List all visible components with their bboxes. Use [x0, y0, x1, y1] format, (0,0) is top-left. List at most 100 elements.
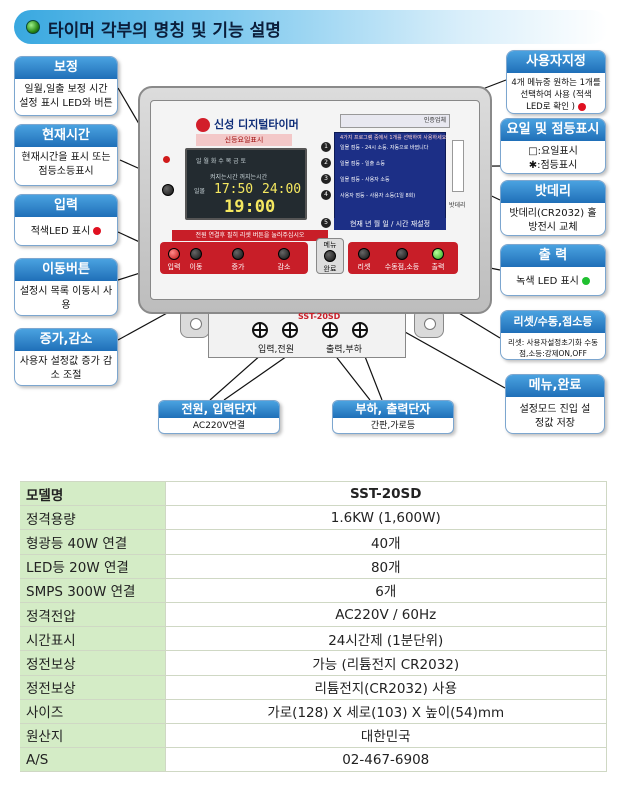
spec-key: 시간표시	[20, 626, 166, 652]
spec-key: 형광등 40W 연결	[20, 529, 166, 555]
callout-body: 일월,일출 보정 시간 설정 표시 LED와 버튼	[19, 84, 113, 109]
callout-move: 이동버튼 설정시 목록 이동시 사용	[14, 258, 118, 316]
spec-key: 사이즈	[20, 699, 166, 724]
program-number: 3	[321, 174, 331, 184]
spec-value: 가로(128) X 세로(103) X 높이(54)mm	[165, 699, 607, 724]
terminal-block	[208, 308, 406, 358]
bojeong-button[interactable]	[162, 184, 174, 196]
down-label: 감소	[277, 263, 291, 271]
callout-body: 현재시간을 표시 또는 점등소등표시	[21, 152, 111, 177]
callout-body: 4개 메뉴중 원하는 1개를 선택하여 사용 (적색 LED로 확인 )	[507, 73, 605, 113]
spec-value: 리튬전지(CR2032) 사용	[165, 675, 607, 700]
callout-head: 출 력	[501, 245, 605, 267]
menu-button[interactable]	[324, 250, 336, 262]
output-label: 출력	[431, 263, 445, 271]
callout-body-text: 적색LED 표시	[30, 226, 91, 237]
up-label: 증가	[231, 263, 245, 271]
callout-body: 사용자 설정값 증가 감소 조절	[19, 356, 113, 381]
callout-body: 리셋: 사용자설정초기화 수동점,소등:강제ON,OFF	[507, 338, 599, 358]
program-number: 4	[321, 190, 331, 200]
lcd-on-time: 17:50	[214, 182, 254, 197]
brand-name: 신성 디지털타이머	[214, 118, 299, 131]
callout-updown: 증가,감소 사용자 설정값 증가 감소 조절	[14, 328, 118, 386]
weekday-indicator	[452, 140, 464, 192]
red-led-icon	[577, 102, 586, 111]
callout-head: 이동버튼	[15, 259, 117, 281]
callout-body-text: 녹색 LED 표시	[516, 276, 579, 287]
program-row: 일몰 점등 - 일출 소등	[340, 161, 385, 167]
program-row: 일몰 점등 - 24시 소등. 자동으로 바뀝니다	[340, 145, 429, 151]
callout-body: 간판,가로등	[370, 421, 416, 431]
callout-head: 증가,감소	[15, 329, 117, 351]
model-tag: SST-20SD	[298, 312, 341, 321]
green-led-icon	[581, 277, 590, 285]
terminal-screw-icon	[252, 322, 268, 338]
input-label: 입력	[167, 263, 181, 271]
callout-user: 사용자지정 4개 메뉴중 원하는 1개를 선택하여 사용 (적색 LED로 확인…	[506, 50, 606, 114]
callout-reset: 리셋/수동,점소등 리셋: 사용자설정초기화 수동점,소등:강제ON,OFF	[500, 310, 606, 360]
spec-key: 모델명	[20, 481, 166, 507]
cert-strip: 인증업체	[340, 114, 450, 128]
callout-head: 현재시간	[15, 125, 117, 147]
warning-bar: 전원 연결후 필히 리셋 버튼을 눌러주십시오	[172, 230, 328, 241]
callout-power-terminal: 전원, 입력단자 AC220V연결	[158, 400, 280, 434]
spec-key: 정격용량	[20, 505, 166, 531]
callout-body-text: 4개 메뉴중 원하는 1개를 선택하여 사용 (적색 LED로 확인 )	[511, 78, 601, 112]
program-row: 사용자 점등 - 사용자 소등(1일 8회)	[340, 193, 416, 199]
spec-value: 80개	[165, 554, 607, 579]
spec-value: 1.6KW (1,600W)	[165, 505, 607, 531]
screen-label: 신등요일표시	[196, 134, 292, 146]
spec-value: 02-467-6908	[165, 747, 607, 773]
callout-load-terminal: 부하, 출력단자 간판,가로등	[332, 400, 454, 434]
bullet-icon	[26, 20, 40, 34]
lcd-tag: 일몰	[194, 188, 206, 195]
reset-label: 리셋	[357, 263, 371, 271]
terminal-screw-icon	[282, 322, 298, 338]
reset-button[interactable]	[358, 248, 370, 260]
lcd-labels: 켜지는시간 꺼지는시간	[210, 174, 268, 181]
spec-key: 원산지	[20, 723, 166, 749]
callout-head: 입력	[15, 195, 117, 217]
callout-head: 사용자지정	[507, 51, 605, 73]
battery-label: 밧데리	[449, 202, 466, 209]
callout-output: 출 력 녹색 LED 표시	[500, 244, 606, 296]
input-led-button[interactable]	[168, 248, 180, 260]
callout-head: 요일 및 점등표시	[501, 119, 605, 141]
spec-key: 정격전압	[20, 602, 166, 628]
callout-head: 보정	[15, 57, 117, 79]
bojeong-led	[163, 156, 170, 163]
terminal-label-load: 출력,부하	[326, 345, 362, 355]
callout-body: 녹색 LED 표시	[501, 267, 605, 293]
up-button[interactable]	[232, 248, 244, 260]
red-led-icon	[93, 227, 102, 235]
program-subbar: 현재 년 월 일 / 시간 재설정	[334, 218, 446, 230]
callout-head: 메뉴,완료	[506, 375, 604, 397]
spec-value: 대한민국	[165, 723, 607, 749]
callout-body: 설정모드 진입 설정값 저장	[519, 404, 591, 429]
callout-body: 밧데리(CR2032) 홀 방전시 교체	[509, 208, 597, 233]
callout-head: 부하, 출력단자	[333, 401, 453, 418]
callout-battery: 밧데리 밧데리(CR2032) 홀 방전시 교체	[500, 180, 606, 236]
move-button[interactable]	[190, 248, 202, 260]
brand-logo-icon	[196, 118, 210, 132]
spec-value: 6개	[165, 578, 607, 603]
callout-body: AC220V연결	[192, 421, 246, 431]
manual-button[interactable]	[396, 248, 408, 260]
program-number: 2	[321, 158, 331, 168]
callout-head: 밧데리	[501, 181, 605, 203]
spec-key: 정전보상	[20, 675, 166, 700]
lcd-weekdays: 일 월 화 수 목 금 토	[196, 158, 247, 165]
spec-value: SST-20SD	[165, 481, 607, 507]
program-row: 일몰 점등 - 사용자 소등	[340, 177, 390, 183]
down-button[interactable]	[278, 248, 290, 260]
